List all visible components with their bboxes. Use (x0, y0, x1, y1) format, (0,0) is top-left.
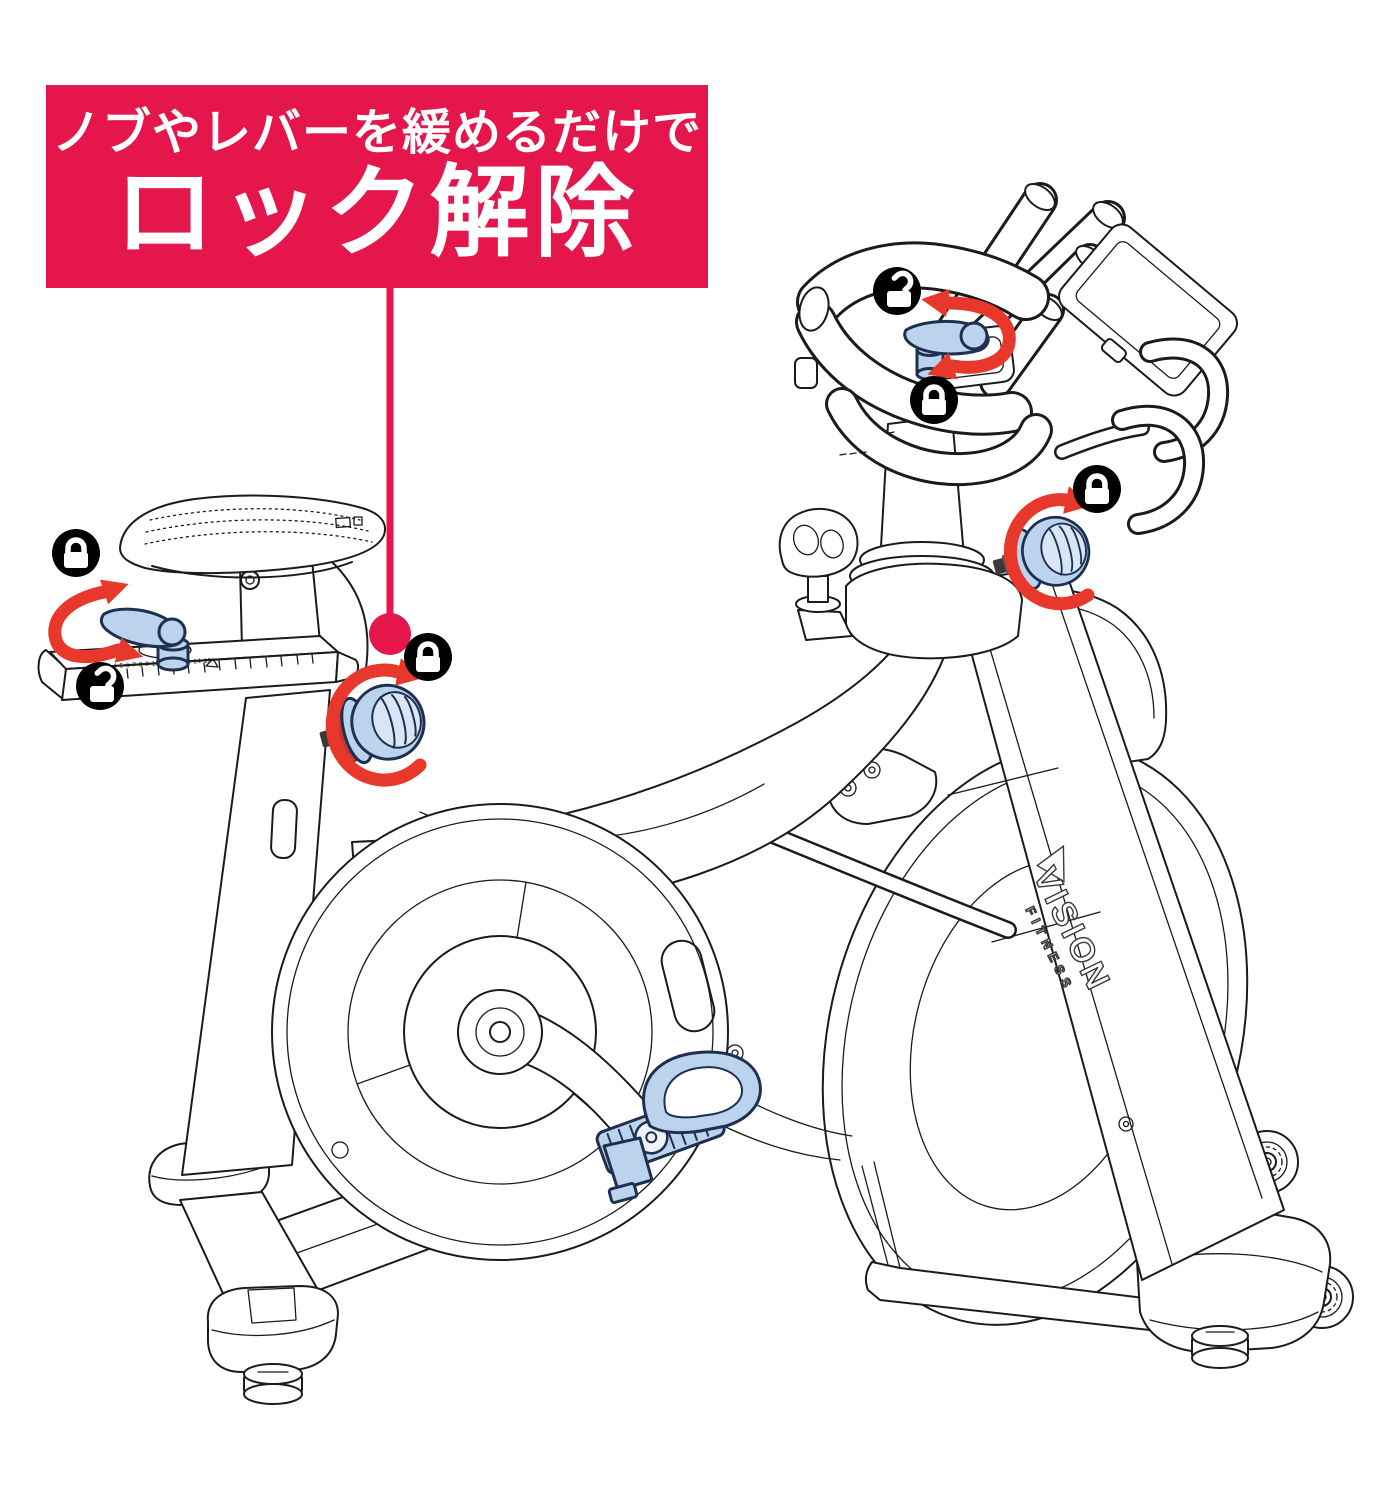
resistance-knob (778, 507, 859, 641)
seat-slide-lever (99, 607, 190, 672)
lock-icon (910, 376, 958, 424)
callout-banner: ノブやレバーを緩めるだけで ロック解除 (46, 85, 708, 288)
unlock-icon (873, 267, 921, 315)
bottle-holder (1054, 337, 1230, 535)
pointer-dot (369, 613, 411, 655)
crank-arm (457, 989, 657, 1147)
leveling-foot (243, 1363, 303, 1405)
unlock-icon (76, 662, 124, 710)
rotation-arrow-handlebar-lever (921, 289, 1016, 380)
banner-line-1: ノブやレバーを緩めるだけで (51, 106, 702, 161)
lock-icon (404, 633, 452, 681)
banner-line-2: ロック解除 (114, 156, 640, 269)
lock-icon (1073, 465, 1121, 513)
handlebar-post (845, 415, 1023, 660)
pedal (595, 1050, 762, 1204)
callout-pointer (369, 288, 411, 655)
leveling-foot (1191, 1325, 1249, 1369)
saddle (119, 494, 386, 669)
lock-icon (52, 529, 100, 577)
rotation-arrow-seat-lever (48, 579, 144, 664)
seat-post-knob (319, 683, 426, 765)
brand-mark-icon (1036, 844, 1065, 883)
handlebar-assembly (794, 182, 1238, 535)
